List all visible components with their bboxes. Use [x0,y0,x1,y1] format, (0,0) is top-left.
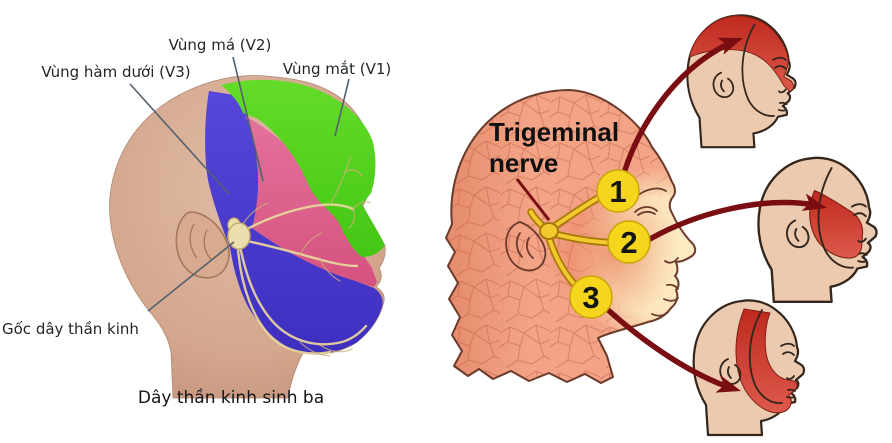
leader-line-v3 [129,83,230,195]
mini-head-2 [757,156,878,303]
ear-left-head [175,211,230,279]
eye-line [634,206,658,213]
big-head-outline [445,89,697,384]
leader-lines-left [129,56,350,312]
branch-badge-2: 2 [607,220,651,264]
region-v3-jaw [205,91,383,354]
nostril-line [664,257,679,264]
arrow-2 [647,193,827,242]
mini-head-3 [692,299,806,437]
figure-caption: Dây thần kinh sinh ba [138,387,324,408]
label-jaw-v3: Vùng hàm dưới (V3) [41,63,190,81]
lower-lip-line [663,297,679,302]
leader-line-root [147,241,235,312]
right-head-illustration: Trigeminal nerve [445,14,878,437]
mini-head-1 [686,14,797,149]
region-v1-eye [221,79,385,257]
arrow-1 [618,37,743,187]
branch-badge-3: 3 [569,275,613,319]
trigeminal-label-line2: nerve [489,148,558,178]
branch-badge-2-number: 2 [620,225,637,260]
left-head-illustration: Vùng má (V2) Vùng hàm dưới (V3) Vùng mắt… [2,36,391,408]
arrow-3 [604,306,741,393]
label-cheek-v2: Vùng má (V2) [169,36,272,54]
branch-badge-3-number: 3 [582,280,599,315]
red-region-v1-forehead [689,15,794,92]
trigeminal-pointer-line [515,178,551,221]
branch-badge-1: 1 [596,169,640,213]
trigeminal-label-line1: Trigeminal [489,117,619,147]
nerve-ganglion-right [539,222,559,240]
leader-line-v2 [232,56,264,182]
branch-badge-1-number: 1 [609,174,626,209]
label-eye-v1: Vùng mắt (V1) [283,60,392,78]
leader-line-v1 [334,78,350,137]
region-v2-cheek [245,116,377,287]
chin-line [651,311,669,317]
upper-lip-line [666,283,679,290]
nerve-ganglion-left [227,217,251,250]
label-nerve-root: Gốc dây thần kinh [2,320,139,338]
ear-right-head [505,221,547,272]
red-region-v3-jaw [735,308,798,414]
